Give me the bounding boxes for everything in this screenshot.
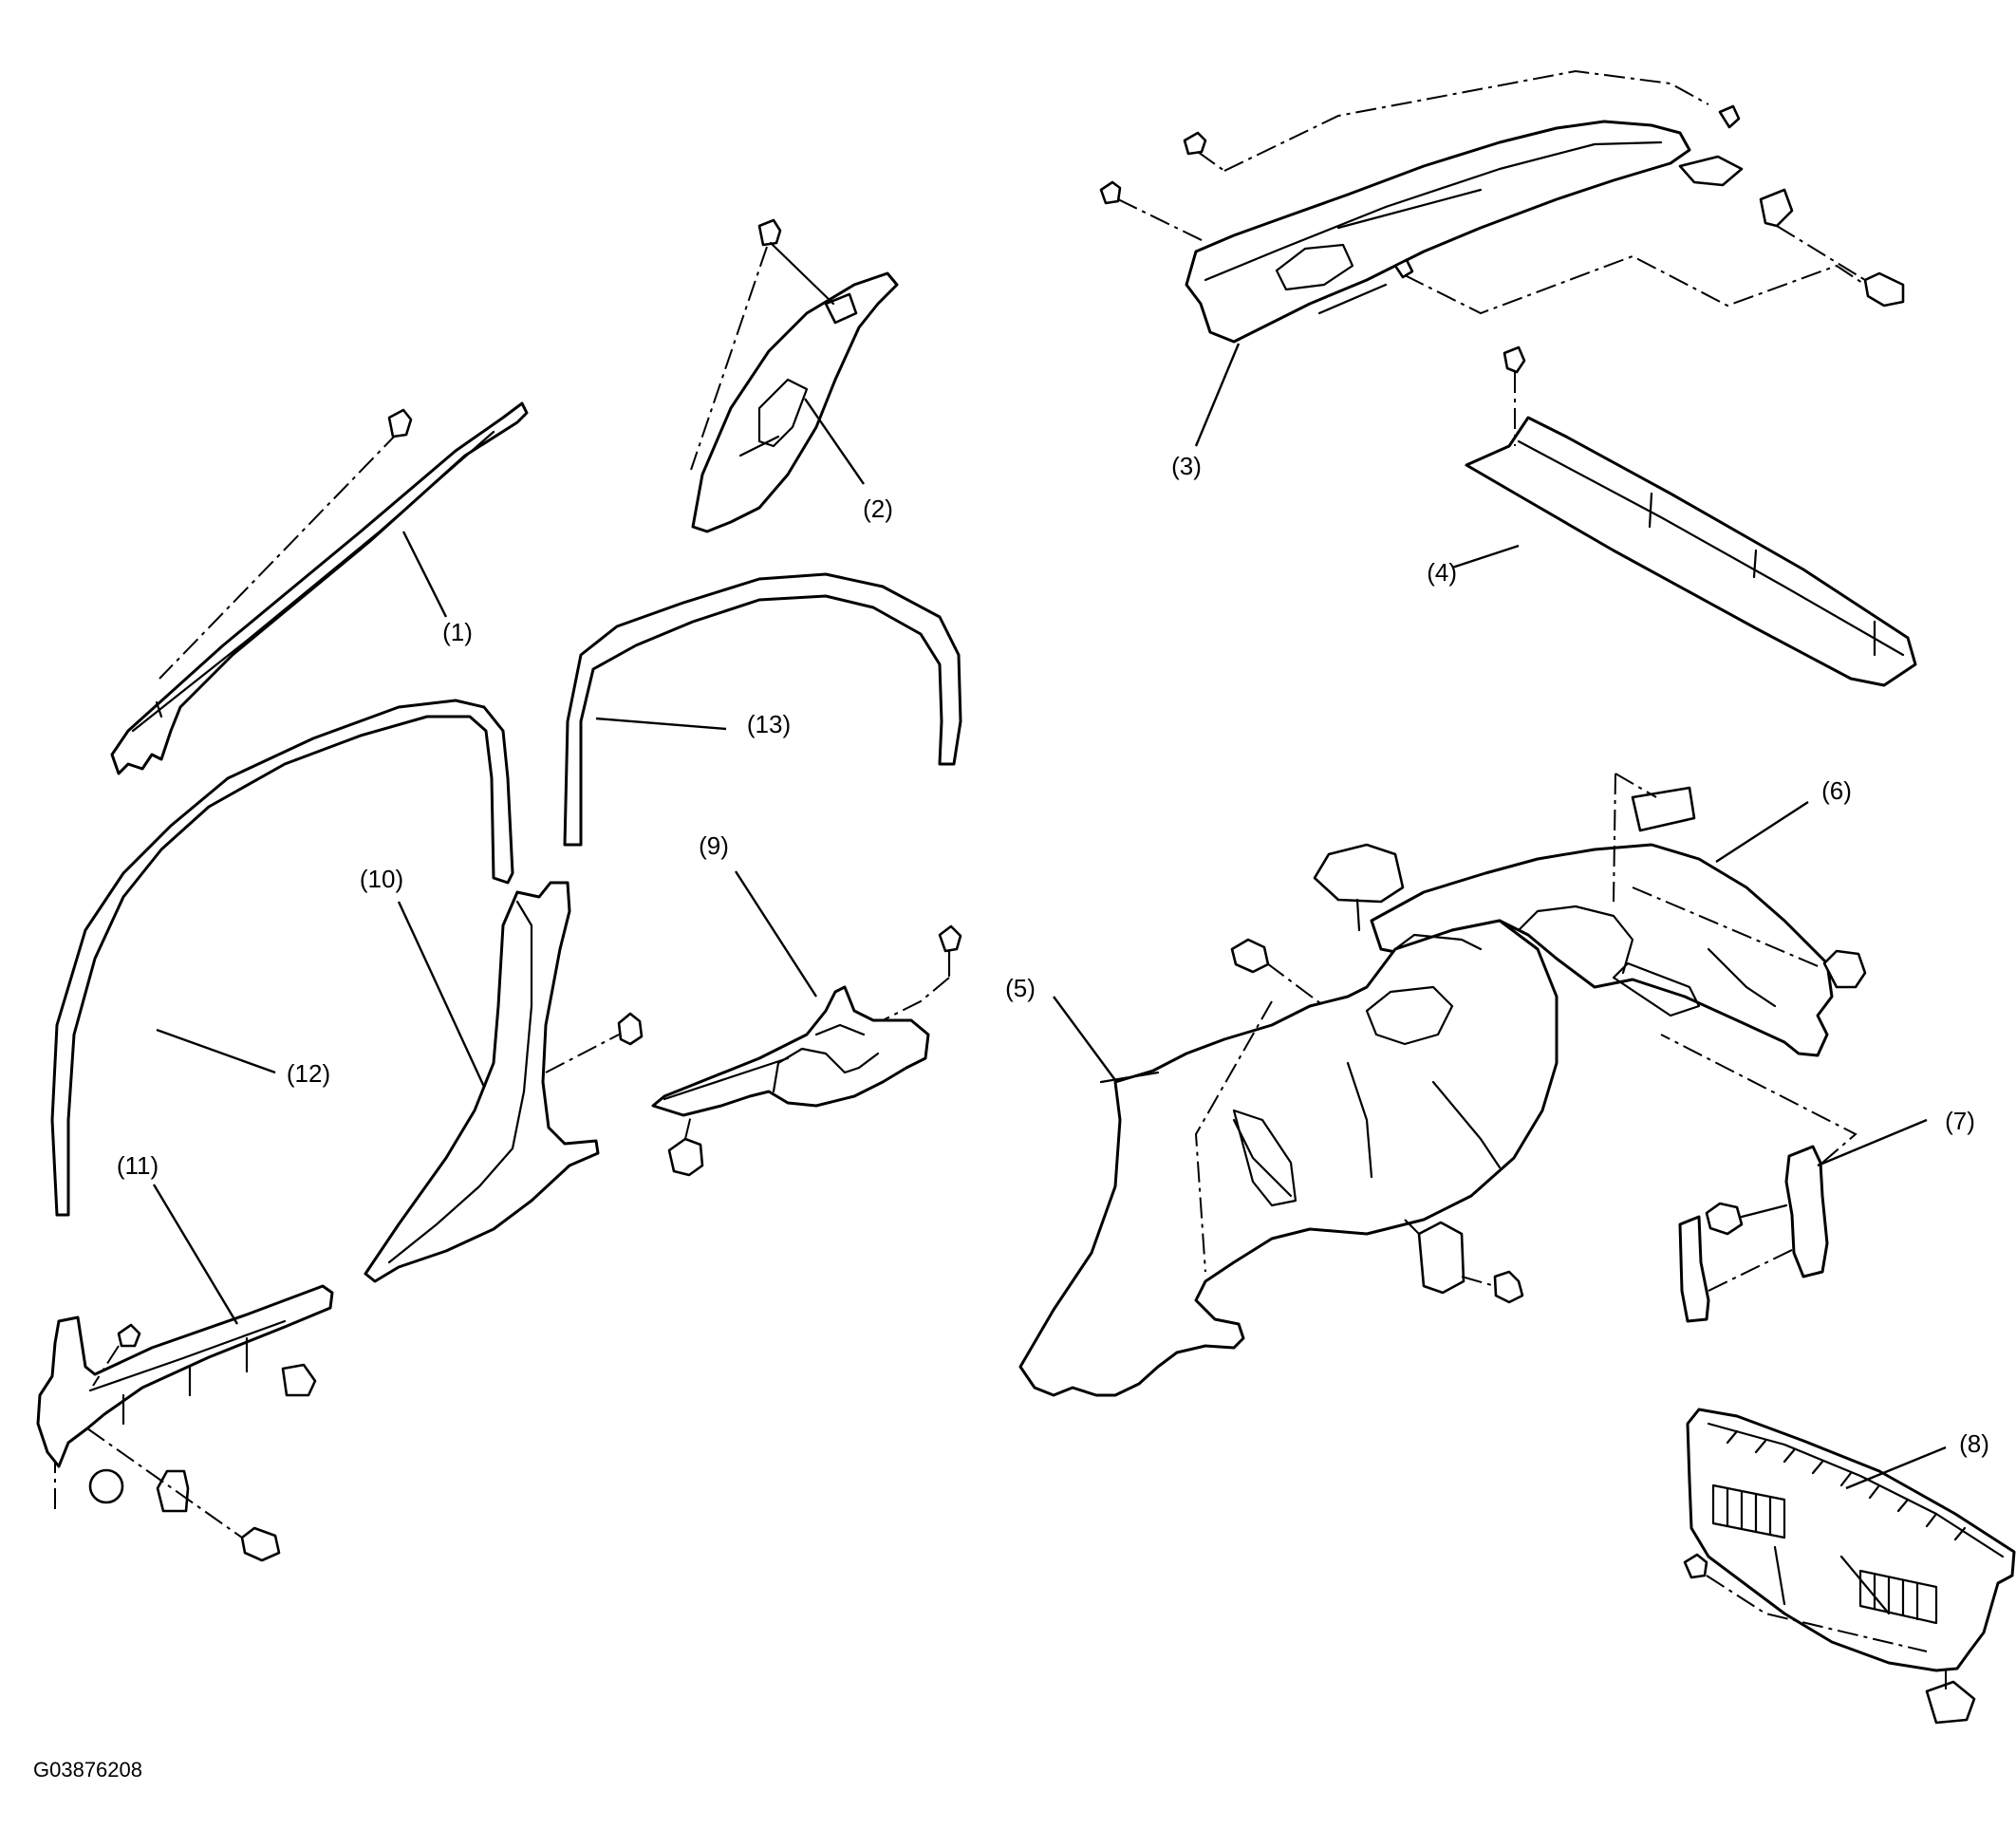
part-3-body xyxy=(1185,120,1691,344)
part-5-guide-c xyxy=(1461,1276,1496,1287)
callout-11: (11) xyxy=(117,1151,159,1180)
part-4-clip xyxy=(1503,345,1526,374)
part-9-guide-a xyxy=(882,977,950,1021)
part-8-vent-right xyxy=(1858,1569,1938,1625)
part-10-clip xyxy=(617,1012,644,1046)
part-8: (8) xyxy=(1683,1408,2016,1725)
part-12-seal xyxy=(50,699,514,1217)
part-10-guide xyxy=(545,1034,620,1073)
part-3: (3) xyxy=(1099,69,1905,480)
part-11: (11) xyxy=(36,1151,334,1562)
callout-13: (13) xyxy=(747,710,791,738)
part-11-round-clip xyxy=(88,1468,124,1504)
part-8-clip-left xyxy=(1683,1553,1708,1579)
callout-7: (7) xyxy=(1945,1107,1975,1135)
part-6-guide-a xyxy=(1615,773,1657,798)
part-8-ribs xyxy=(1707,1422,2005,1558)
part-5-guide-b xyxy=(1194,1000,1273,1273)
part-2-body xyxy=(691,271,899,533)
part-6-clip xyxy=(1822,949,1867,989)
part-1-clip xyxy=(387,408,413,438)
part-3-guide-left xyxy=(1117,198,1206,243)
part-11-clip-top xyxy=(117,1323,141,1348)
part-8-body xyxy=(1686,1408,2016,1672)
part-6-window xyxy=(1612,961,1701,1017)
part-4-body xyxy=(1465,416,1917,687)
part-11-bracket xyxy=(156,1469,190,1513)
part-3-guide-top xyxy=(1223,69,1709,172)
part-3-clip-b xyxy=(1183,131,1207,156)
part-3-speaker-hole xyxy=(1275,243,1354,291)
part-11-bolt xyxy=(240,1526,281,1562)
part-1: (1) xyxy=(110,401,529,775)
part-2-clip-mount xyxy=(824,292,858,325)
part-7: (7) xyxy=(1660,1034,1975,1323)
part-6-guide-b xyxy=(1632,886,1823,969)
part-7-bracket xyxy=(1784,1145,1829,1278)
callout-10: (10) xyxy=(360,865,403,893)
part-2-clip xyxy=(757,218,782,247)
part-3-clip-a xyxy=(1099,180,1122,205)
part-7-plate xyxy=(1678,1215,1710,1323)
part-13: (13) xyxy=(563,572,962,847)
part-8-clip-bottom xyxy=(1925,1680,1976,1725)
part-7-guide xyxy=(1708,1247,1797,1292)
part-5-clip-lower xyxy=(1417,1221,1465,1295)
part-4-rib xyxy=(1517,439,1905,657)
part-3-bracket xyxy=(1759,188,1794,228)
callout-5: (5) xyxy=(1005,974,1036,1002)
part-6: (6) xyxy=(1370,773,1867,1057)
part-2-slot xyxy=(757,378,809,448)
part-5-lower-panel xyxy=(1232,1109,1297,1207)
part-1-guide xyxy=(159,431,400,680)
part-4: (4) xyxy=(1427,345,1917,687)
part-8-guide-a xyxy=(1706,1575,1928,1652)
callout-1: (1) xyxy=(442,618,473,646)
part-9-inner xyxy=(772,1047,880,1093)
part-11-guide-b xyxy=(86,1427,243,1539)
part-5-cup xyxy=(1313,843,1405,904)
callout-8: (8) xyxy=(1959,1429,1989,1458)
part-10-body xyxy=(364,881,600,1283)
part-1-edge xyxy=(131,430,495,733)
part-9-side-clip xyxy=(938,924,962,953)
part-10: (10) xyxy=(360,865,644,1283)
callout-3: (3) xyxy=(1171,452,1202,480)
part-2-guide xyxy=(690,246,768,471)
part-5-bolt xyxy=(1230,938,1270,974)
part-2: (2) xyxy=(690,218,899,533)
callout-6: (6) xyxy=(1821,776,1852,805)
part-9-guide-b xyxy=(684,1114,692,1140)
part-10-inner xyxy=(387,900,533,1264)
part-8-vent-left xyxy=(1711,1483,1786,1539)
part-9-body xyxy=(651,985,930,1117)
part-3-clip-c xyxy=(1718,104,1741,129)
part-3-ridge xyxy=(1204,140,1663,282)
part-12: (12) xyxy=(50,699,514,1217)
part-11-clip-right xyxy=(281,1363,317,1397)
part-7-bolt xyxy=(1705,1202,1744,1236)
callout-4: (4) xyxy=(1427,558,1457,587)
figure-code: G03876208 xyxy=(33,1758,142,1782)
part-9-foot-clip xyxy=(667,1137,704,1177)
part-13-seal xyxy=(563,572,962,847)
part-9: (9) xyxy=(651,831,962,1177)
part-5: (5) xyxy=(1005,843,1559,1397)
part-6-tab xyxy=(1631,786,1696,832)
part-5-guide-a xyxy=(1266,962,1325,1007)
part-6-inner xyxy=(1517,905,1634,975)
part-3-bolt xyxy=(1863,271,1905,308)
part-11-panel xyxy=(88,1319,287,1392)
callout-9: (9) xyxy=(699,831,729,860)
callout-12: (12) xyxy=(287,1059,330,1088)
part-5-speaker-hole xyxy=(1365,985,1454,1046)
part-5-screw xyxy=(1493,1270,1524,1304)
part-3-guide-bottom xyxy=(1404,254,1866,315)
callout-2: (2) xyxy=(863,494,893,523)
